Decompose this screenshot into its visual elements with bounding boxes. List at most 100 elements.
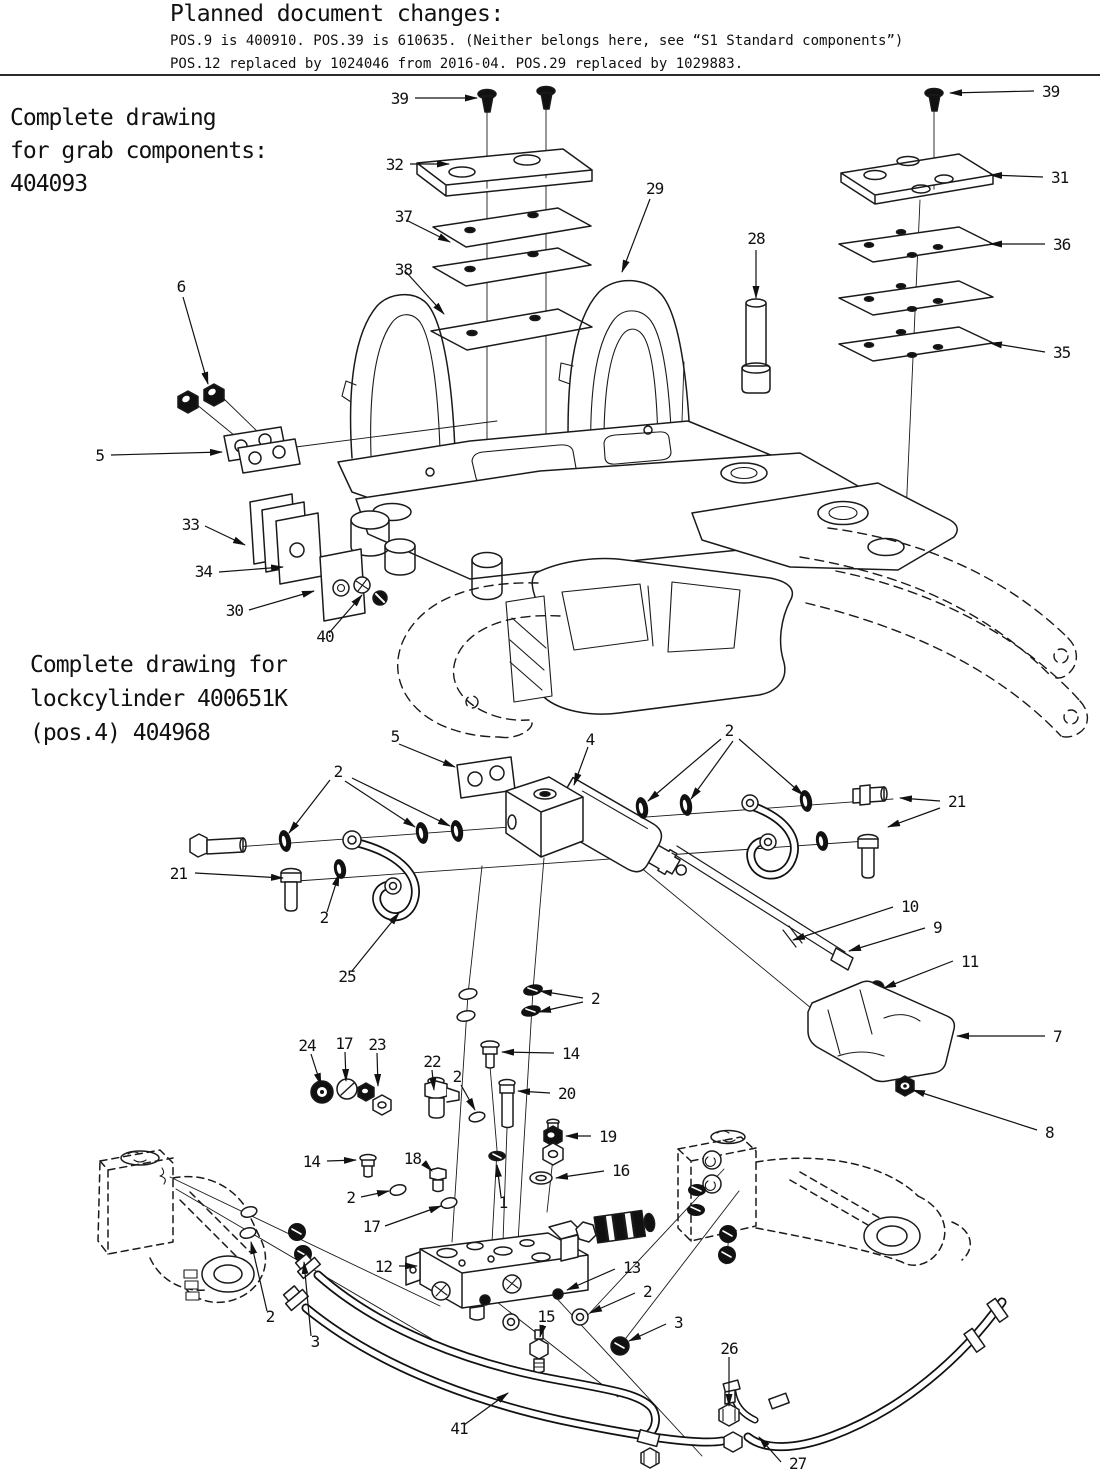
- part-label-26: 26: [720, 1339, 739, 1407]
- grab-annotation-line-3: 404093: [10, 171, 88, 197]
- svg-text:20: 20: [558, 1084, 576, 1103]
- frame-base: [337, 420, 958, 715]
- mount-parts-left: [177, 383, 388, 622]
- svg-text:23: 23: [368, 1035, 386, 1054]
- part-label-19: 19: [565, 1127, 618, 1146]
- part-label-2: 2: [320, 873, 340, 927]
- svg-text:2: 2: [725, 721, 734, 740]
- part-label-15: 15: [537, 1307, 556, 1338]
- diagram-line-art: [97, 85, 1089, 1469]
- svg-text:29: 29: [646, 179, 664, 198]
- part-label-2: 2: [647, 721, 804, 802]
- svg-text:32: 32: [386, 155, 404, 174]
- part-label-28: 28: [747, 229, 766, 299]
- part-label-33: 33: [182, 515, 246, 546]
- part-label-4: 4: [573, 730, 596, 786]
- part-label-38: 38: [395, 260, 445, 315]
- part-label-20: 20: [517, 1084, 577, 1103]
- svg-text:6: 6: [177, 277, 186, 296]
- svg-text:31: 31: [1051, 168, 1069, 187]
- svg-text:10: 10: [901, 897, 919, 916]
- part-label-41: 41: [450, 1392, 509, 1438]
- svg-text:18: 18: [404, 1149, 422, 1168]
- hose-right: [741, 794, 799, 880]
- part-label-3: 3: [628, 1313, 684, 1342]
- part-label-27: 27: [758, 1436, 808, 1473]
- part-label-12: 12: [375, 1257, 418, 1276]
- svg-text:27: 27: [789, 1454, 807, 1473]
- svg-text:17: 17: [335, 1034, 353, 1053]
- valve-block-assembly: [310, 984, 656, 1321]
- svg-text:34: 34: [195, 562, 213, 581]
- part-label-32: 32: [386, 155, 450, 174]
- bolts-21: [189, 784, 888, 912]
- part-label-9: 9: [848, 918, 943, 952]
- svg-text:13: 13: [623, 1258, 641, 1277]
- svg-text:22: 22: [423, 1052, 441, 1071]
- part-label-25: 25: [338, 912, 400, 986]
- svg-text:25: 25: [338, 967, 356, 986]
- part-label-40: 40: [316, 594, 363, 646]
- svg-text:14: 14: [562, 1044, 580, 1063]
- part-label-39: 39: [391, 89, 478, 108]
- lockcylinder-annotation: Complete drawing for lockcylinder 400651…: [30, 648, 288, 750]
- svg-text:2: 2: [266, 1307, 275, 1326]
- frame-arches: [341, 279, 692, 471]
- svg-text:28: 28: [747, 229, 765, 248]
- part-label-17: 17: [363, 1205, 442, 1236]
- svg-text:19: 19: [599, 1127, 617, 1146]
- svg-text:1: 1: [499, 1193, 508, 1212]
- svg-text:30: 30: [226, 601, 244, 620]
- svg-text:26: 26: [720, 1339, 738, 1358]
- svg-text:33: 33: [182, 515, 200, 534]
- svg-text:4: 4: [586, 730, 595, 749]
- svg-text:3: 3: [311, 1332, 320, 1351]
- svg-text:5: 5: [391, 727, 400, 746]
- svg-text:2: 2: [643, 1282, 652, 1301]
- doc-change-note-2: POS.12 replaced by 1024046 from 2016-04.…: [170, 56, 744, 72]
- svg-text:37: 37: [395, 207, 413, 226]
- part-label-24: 24: [298, 1036, 322, 1086]
- part-label-3: 3: [301, 1261, 321, 1351]
- part-label-11: 11: [883, 952, 980, 989]
- part-label-2: 2: [288, 762, 451, 834]
- cylinder-4: [505, 776, 687, 876]
- part-label-8: 8: [912, 1089, 1055, 1142]
- part-label-29: 29: [621, 179, 665, 273]
- svg-text:21: 21: [170, 864, 188, 883]
- svg-text:39: 39: [1042, 82, 1060, 101]
- svg-text:5: 5: [95, 446, 104, 465]
- part-label-2: 2: [538, 989, 601, 1013]
- svg-text:3: 3: [674, 1313, 683, 1332]
- part-label-35: 35: [989, 341, 1072, 362]
- header-divider: [0, 74, 1100, 76]
- part-label-6: 6: [177, 277, 209, 385]
- svg-text:8: 8: [1045, 1123, 1054, 1142]
- hose-25: [342, 830, 420, 922]
- part-label-2: 2: [250, 1241, 276, 1326]
- svg-text:41: 41: [450, 1419, 468, 1438]
- lockcylinder-assembly: [189, 756, 956, 1097]
- svg-text:14: 14: [303, 1152, 321, 1171]
- lockcylinder-annotation-line-1: Complete drawing for: [30, 652, 288, 678]
- part-label-31: 31: [989, 168, 1070, 187]
- part-label-5: 5: [95, 446, 223, 465]
- part-label-7: 7: [956, 1027, 1063, 1046]
- part-label-2: 2: [346, 1188, 390, 1207]
- doc-change-note-1: POS.9 is 400910. POS.39 is 610635. (Neit…: [170, 33, 904, 49]
- nut-8: [895, 1075, 915, 1097]
- part-label-17: 17: [335, 1034, 354, 1082]
- svg-text:35: 35: [1053, 343, 1071, 362]
- bracket-7: [807, 980, 956, 1083]
- svg-text:7: 7: [1053, 1027, 1062, 1046]
- svg-text:24: 24: [298, 1036, 316, 1055]
- part-label-36: 36: [989, 235, 1072, 254]
- part-label-21: 21: [887, 792, 967, 828]
- part-label-18: 18: [404, 1149, 433, 1172]
- part-label-37: 37: [395, 207, 451, 243]
- svg-text:21: 21: [948, 792, 966, 811]
- part-label-10: 10: [792, 897, 920, 941]
